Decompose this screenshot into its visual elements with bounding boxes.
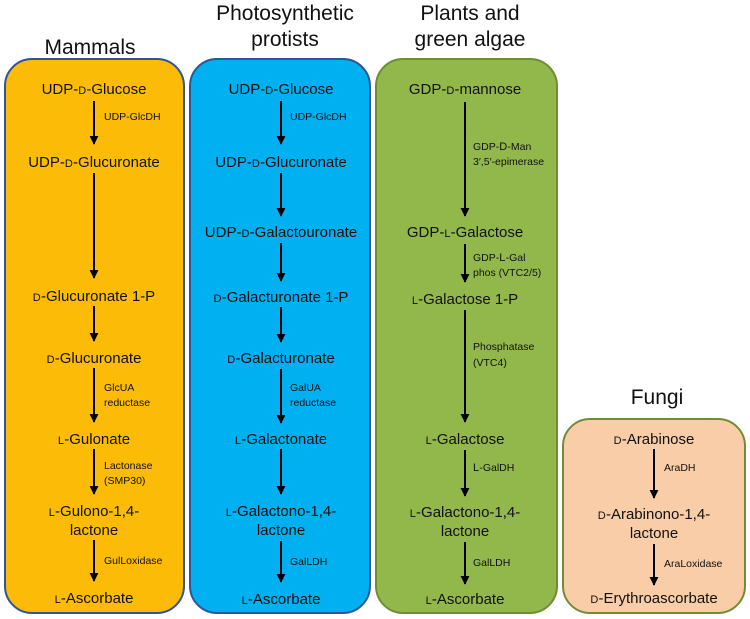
fungi-enzyme-aradh: AraDH: [664, 462, 696, 474]
plants-ascorbate: L-Ascorbate: [425, 591, 505, 608]
mammals-header: Mammals: [44, 36, 136, 59]
mammals-enzyme-udp-glcdh: UDP-GlcDH: [104, 111, 161, 123]
plants-galactose: L-Galactose: [425, 431, 505, 448]
plants-gdp-galactose: GDP-L-Galactose: [406, 224, 524, 241]
mammals-enzyme-guloxidase: GulLoxidase: [104, 555, 163, 567]
protists-galactono-lactone-line1: L-Galactono-1,4-: [225, 503, 337, 520]
mammals-gulonate: L-Gulonate: [57, 431, 131, 448]
plants-galactono-lactone-line1: L-Galactono-1,4-: [409, 504, 521, 521]
plants-enzyme-gdp-gal-phos-line2: phos (VTC2/5): [473, 267, 542, 279]
plants-enzyme-gdp-man-epimerase-line2: 3′,5′-epimerase: [473, 156, 545, 168]
plants-galactose-1p: L-Galactose 1-P: [411, 291, 519, 308]
plants-panel: [375, 58, 558, 614]
plants-header-line1: Plants and: [420, 2, 520, 25]
protists-galactono-lactone-line2: lactone: [256, 522, 306, 539]
plants-header-line2: green algae: [414, 28, 526, 51]
plants-enzyme-gdp-man-epimerase-line1: GDP-D-Man: [473, 141, 532, 153]
plants-enzyme-galdh: L-GalDH: [473, 462, 515, 474]
fungi-erythroascorbate: D-Erythroascorbate: [590, 590, 718, 607]
plants-enzyme-phosphatase-line1: Phosphatase: [473, 341, 535, 353]
protists-galactonate: L-Galactonate: [234, 431, 328, 448]
mammals-glucuronate: D-Glucuronate: [46, 350, 142, 367]
mammals-enzyme-glcua-reductase-line2: reductase: [104, 397, 151, 409]
mammals-enzyme-lactonase-line1: Lactonase: [104, 460, 153, 472]
protists-header-line1: Photosynthetic: [216, 2, 354, 25]
mammals-udp-glucuronate: UDP-D-Glucuronate: [28, 154, 160, 171]
mammals-gulono-lactone-line1: L-Gulono-1,4-: [48, 503, 140, 520]
fungi-enzyme-araloxidase: AraLoxidase: [664, 558, 723, 570]
protists-enzyme-galua-reductase-line2: reductase: [290, 397, 337, 409]
mammals-udp-glucose: UDP-D-Glucose: [41, 81, 147, 98]
protists-header-line2: protists: [251, 28, 319, 51]
protists-galacturonate-1p: D-Galacturonate 1-P: [213, 289, 349, 306]
protists-udp-galactouronate: UDP-D-Galactouronate: [204, 224, 358, 241]
fungi-arabinono-lactone-line1: D-Arabinono-1,4-: [597, 506, 711, 523]
mammals-glucuronate-1p: D-Glucuronate 1-P: [32, 288, 156, 305]
protists-udp-glucuronate: UDP-D-Glucuronate: [215, 154, 347, 171]
mammals-enzyme-lactonase-line2: (SMP30): [104, 475, 146, 487]
protists-enzyme-galldh: GalLDH: [290, 556, 328, 568]
mammals-enzyme-glcua-reductase-line1: GlcUA: [104, 382, 135, 394]
protists-enzyme-galua-reductase-line1: GalUA: [290, 382, 321, 394]
protists-galacturonate: D-Galacturonate: [227, 350, 335, 367]
protists-udp-glucose: UDP-D-Glucose: [228, 81, 334, 98]
protists-ascorbate: L-Ascorbate: [241, 591, 321, 608]
fungi-arabinose: D-Arabinose: [613, 431, 695, 448]
plants-enzyme-gdp-gal-phos-line1: GDP-L-Gal: [473, 252, 526, 264]
protists-enzyme-udp-glcdh: UDP-GlcDH: [290, 111, 347, 123]
mammals-ascorbate: L-Ascorbate: [54, 590, 134, 607]
plants-gdp-mannose: GDP-D-mannose: [408, 81, 522, 98]
plants-enzyme-phosphatase-line2: (VTC4): [473, 357, 507, 369]
fungi-header: Fungi: [630, 386, 684, 409]
mammals-gulono-lactone-line2: lactone: [69, 522, 119, 539]
plants-galactono-lactone-line2: lactone: [440, 523, 490, 540]
plants-enzyme-galldh: GalLDH: [473, 557, 511, 569]
fungi-arabinono-lactone-line2: lactone: [629, 525, 679, 542]
